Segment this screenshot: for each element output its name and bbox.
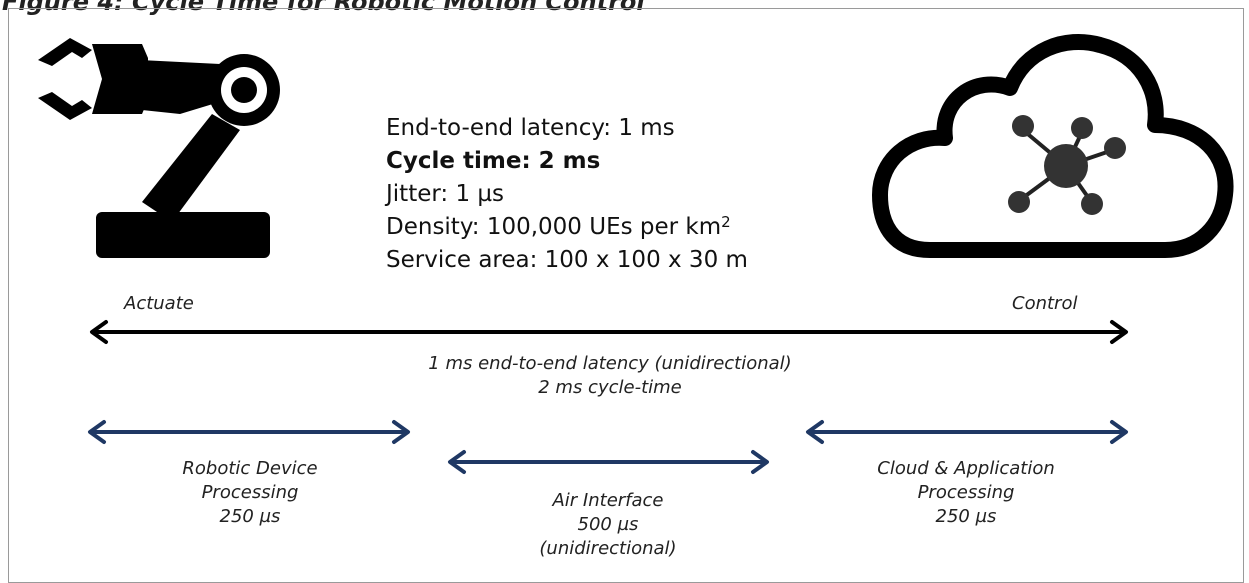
- segment-line-2: 500 µs: [577, 514, 639, 535]
- segment-line-2: Processing: [201, 482, 299, 503]
- service-area-spec: Service area: 100 x 100 x 30 m: [386, 247, 748, 273]
- robotic-arm-icon: [38, 38, 280, 258]
- cloud-processing-arrow: [806, 420, 1128, 444]
- overall-line-1: 1 ms end-to-end latency (unidirectional): [428, 353, 792, 374]
- density-spec: Density: 100,000 UEs per km2: [386, 211, 748, 244]
- segment-line-2: Processing: [917, 482, 1015, 503]
- cloud-processing-label: Cloud & Application Processing 250 µs: [836, 457, 1096, 529]
- segment-line-3: 250 µs: [935, 506, 997, 527]
- control-label: Control: [1012, 293, 1078, 314]
- segment-line-1: Robotic Device: [182, 458, 318, 479]
- segment-line-1: Cloud & Application: [877, 458, 1055, 479]
- requirements-list: End-to-end latency: 1 ms Cycle time: 2 m…: [386, 112, 748, 277]
- latency-spec: End-to-end latency: 1 ms: [386, 115, 675, 141]
- actuate-label: Actuate: [124, 293, 194, 314]
- jitter-spec: Jitter: 1 µs: [386, 181, 505, 207]
- density-text: Density: 100,000 UEs per km: [386, 214, 722, 240]
- segment-line-3: (unidirectional): [539, 538, 677, 559]
- robotic-device-label: Robotic Device Processing 250 µs: [130, 457, 370, 529]
- overall-line-2: 2 ms cycle-time: [538, 377, 682, 398]
- air-interface-arrow: [448, 450, 769, 474]
- segment-line-1: Air Interface: [552, 490, 664, 511]
- end-to-end-arrow: [90, 320, 1128, 344]
- air-interface-label: Air Interface 500 µs (unidirectional): [488, 489, 728, 561]
- overall-latency-label: 1 ms end-to-end latency (unidirectional)…: [350, 352, 870, 400]
- segment-line-3: 250 µs: [219, 506, 281, 527]
- density-exponent: 2: [721, 213, 731, 231]
- cloud-network-icon: [872, 34, 1234, 258]
- robotic-device-arrow: [88, 420, 410, 444]
- cycle-time-spec: Cycle time: 2 ms: [386, 148, 601, 174]
